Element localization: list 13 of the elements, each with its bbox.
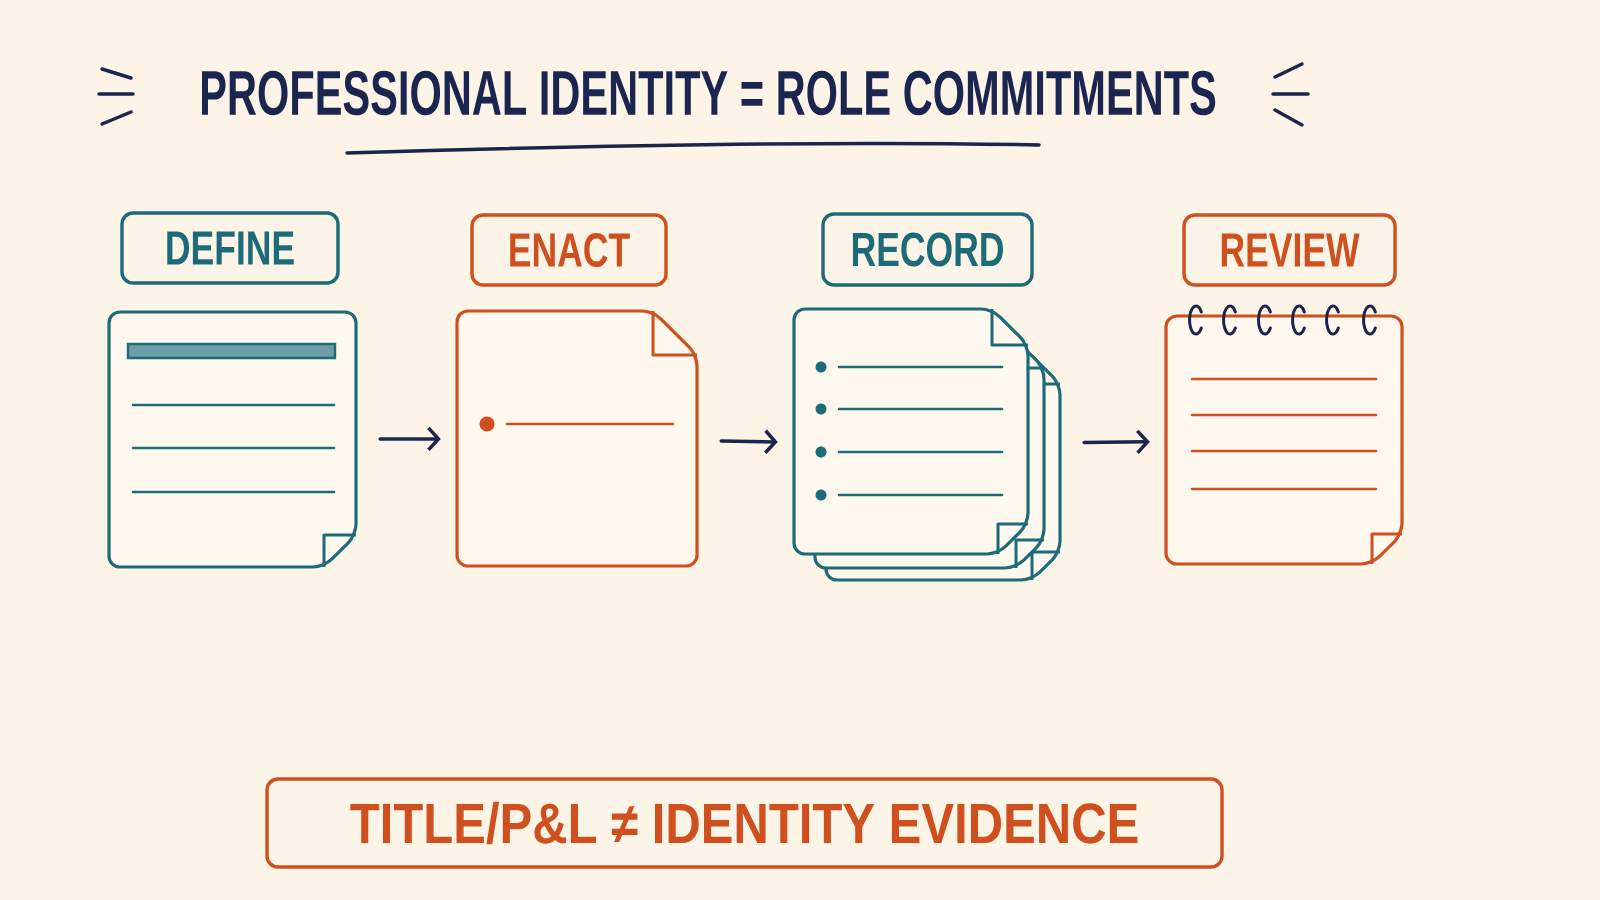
document-stack-drawing: [792, 307, 1062, 582]
step-label-box: RECORD: [821, 212, 1034, 287]
notepad-drawing: [1164, 304, 1404, 566]
arrow: [1082, 429, 1150, 454]
arrow: [719, 429, 778, 454]
document-drawing: [107, 310, 358, 569]
document-drawing: [455, 309, 699, 568]
step-label-box: ENACT: [470, 213, 668, 287]
step-label-box: DEFINE: [120, 211, 340, 285]
statement-box: TITLE/P&L ≠ IDENTITY EVIDENCE: [265, 777, 1224, 869]
arrow: [378, 426, 441, 452]
step-label-box: REVIEW: [1182, 213, 1397, 287]
title: PROFESSIONAL IDENTITY = ROLE COMMITMENTS: [202, 70, 1216, 116]
